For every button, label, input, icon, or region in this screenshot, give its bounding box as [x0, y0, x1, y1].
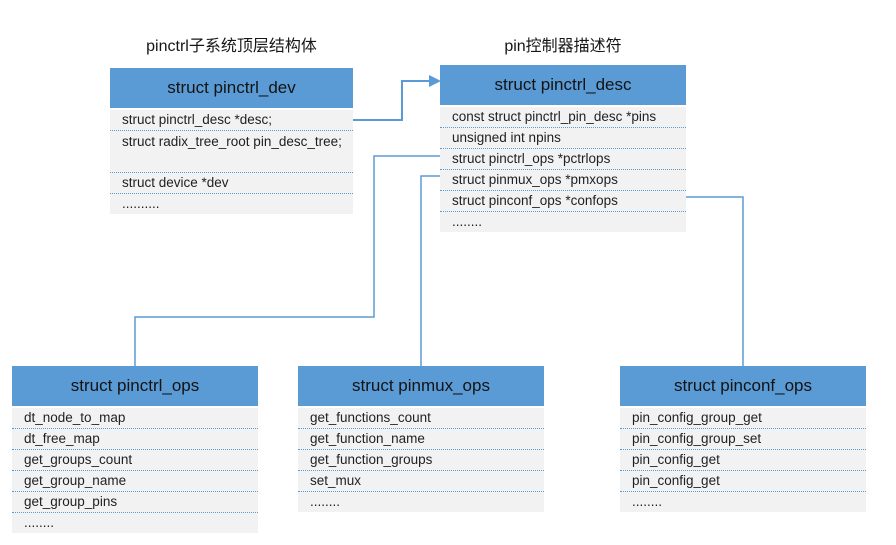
field-row-ellipsis: ..........	[122, 196, 160, 211]
connector-confops-to-pinconf-ops	[686, 196, 744, 366]
struct-pinctrl-desc-fields: const struct pinctrl_pin_desc *pins unsi…	[440, 107, 686, 232]
struct-pinconf-ops-box: struct pinconf_ops pin_config_group_get …	[620, 366, 866, 512]
struct-pinctrl-dev-fields: struct pinctrl_desc *desc; struct radix_…	[110, 110, 353, 214]
field-row: dt_free_map	[12, 429, 258, 450]
struct-pinctrl-desc-box: struct pinctrl_desc const struct pinctrl…	[440, 65, 686, 232]
field-row: struct radix_tree_root pin_desc_tree;	[110, 131, 353, 173]
field-row: get_function_name	[298, 429, 544, 450]
struct-pinmux-ops-box: struct pinmux_ops get_functions_count ge…	[298, 366, 544, 512]
field-row-ellipsis: ........	[632, 494, 663, 509]
field-row: set_mux	[298, 471, 544, 492]
struct-pinctrl-ops-title: struct pinctrl_ops	[12, 366, 258, 406]
struct-pinctrl-ops-fields: dt_node_to_map dt_free_map get_groups_co…	[12, 408, 258, 533]
struct-pinmux-ops-title: struct pinmux_ops	[298, 366, 544, 406]
field-row: get_function_groups	[298, 450, 544, 471]
field-row: struct device *dev	[110, 173, 353, 194]
caption-pinctrl-desc: pin控制器描述符	[504, 38, 622, 55]
field-row: pin_config_get	[620, 450, 866, 471]
field-row: get_groups_count	[12, 450, 258, 471]
field-row-ellipsis: ........	[24, 515, 55, 530]
field-row: pin_config_group_get	[620, 408, 866, 429]
caption-pinctrl-dev: pinctrl子系统顶层结构体	[146, 38, 317, 55]
connector-pctrlops-to-pinctrl-ops	[134, 155, 440, 366]
struct-pinctrl-desc-title: struct pinctrl_desc	[440, 65, 686, 105]
field-row: pin_config_get	[620, 471, 866, 492]
field-row: struct pinmux_ops *pmxops	[440, 170, 686, 191]
field-row: pin_config_group_set	[620, 429, 866, 450]
arrowhead-icon	[429, 75, 441, 87]
field-row: get_group_name	[12, 471, 258, 492]
struct-pinctrl-ops-box: struct pinctrl_ops dt_node_to_map dt_fre…	[12, 366, 258, 533]
field-row: struct pinctrl_ops *pctrlops	[440, 149, 686, 170]
struct-pinmux-ops-fields: get_functions_count get_function_name ge…	[298, 408, 544, 512]
field-row-ellipsis: ........	[310, 494, 341, 509]
field-row: unsigned int npins	[440, 128, 686, 149]
field-row: struct pinconf_ops *confops	[440, 191, 686, 212]
field-row: struct pinctrl_desc *desc;	[110, 110, 353, 131]
field-row-ellipsis: ........	[452, 214, 483, 229]
struct-pinconf-ops-fields: pin_config_group_get pin_config_group_se…	[620, 408, 866, 512]
struct-pinctrl-dev-title: struct pinctrl_dev	[110, 68, 353, 108]
connector-pmxops-to-pinmux-ops	[420, 175, 440, 366]
field-row: get_functions_count	[298, 408, 544, 429]
struct-pinctrl-dev-box: struct pinctrl_dev struct pinctrl_desc *…	[110, 68, 353, 214]
struct-pinconf-ops-title: struct pinconf_ops	[620, 366, 866, 406]
connector-desc-to-pinctrl-desc	[342, 80, 430, 121]
field-row: get_group_pins	[12, 492, 258, 513]
field-row: const struct pinctrl_pin_desc *pins	[440, 107, 686, 128]
field-row: dt_node_to_map	[12, 408, 258, 429]
